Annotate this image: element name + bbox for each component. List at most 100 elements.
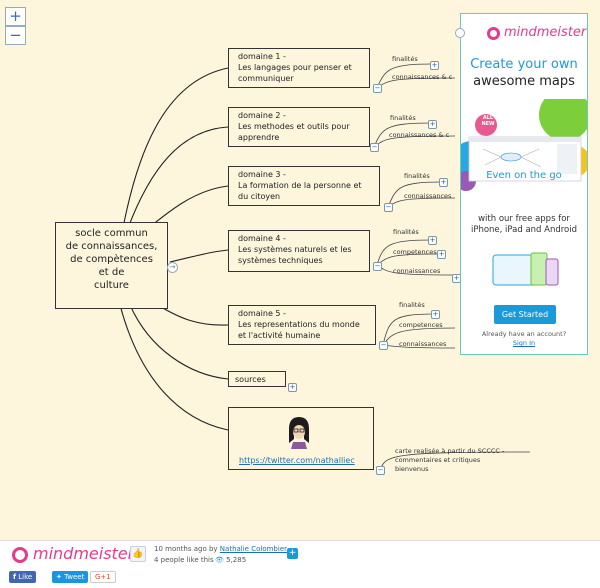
promo-headline: Create your own awesome maps [461,56,587,90]
thumbs-up-icon[interactable]: 👍 [130,546,146,562]
mindmeister-logo-icon [12,547,28,563]
domain-node-3[interactable]: domaine 3 - La formation de la personne … [228,166,380,206]
domain-text: Les systèmes naturels et les [238,245,352,254]
gplus-button[interactable]: G+1 [90,571,116,583]
footer-meta: 10 months ago by Nathalie Colombier [154,545,287,553]
zoom-in-button[interactable]: + [5,7,26,26]
views-value: 5,285 [226,556,247,564]
author-link[interactable]: Nathalie Colombier [219,545,288,553]
domain-text: communiquer [238,74,294,83]
domain-text: apprendre [238,133,280,142]
domain-title: domaine 1 - [238,52,286,61]
eye-icon: 👁 [215,556,224,564]
subtopic-label[interactable]: finalités [390,114,416,122]
sources-label: sources [235,375,266,384]
domain-title: domaine 2 - [238,111,286,120]
domain-text: La formation de la personne et [238,181,362,190]
facebook-like-button[interactable]: f Like [9,571,37,583]
domain-node-5[interactable]: domaine 5 - Les representations du monde… [228,305,376,345]
add-button[interactable]: + [287,548,298,559]
sign-in-link[interactable]: Sign In [512,339,536,347]
collapse-toggle-icon[interactable]: − [379,341,388,350]
note-line: carte realisée à partir du SCCCC - [395,447,505,455]
root-line: et de [98,267,125,278]
subtopic-label[interactable]: competences [393,248,437,256]
have-account-text: Already have an account? [481,330,567,338]
mindmap-canvas[interactable]: + − socle [0,0,600,540]
tweet-button[interactable]: ✦ Tweet [52,571,89,583]
sources-node[interactable]: sources [228,371,286,387]
domain-title: domaine 5 - [238,309,286,318]
subtopic-label[interactable]: connaissances [404,192,452,200]
domain-text: systèmes techniques [238,256,323,265]
expand-toggle-icon[interactable]: + [437,250,446,259]
promo-headline-line: awesome maps [473,74,575,89]
domain-title: domaine 4 - [238,234,286,243]
subtopic-label[interactable]: competences [399,321,443,329]
promo-panel[interactable]: mindmeister Create your own awesome maps… [460,13,588,355]
expand-toggle-icon[interactable]: + [430,61,439,70]
domain-text: Les methodes et outils pour [238,122,350,131]
domain-text: Les langages pour penser et [238,63,352,72]
new-badge: ALL NEW [481,115,495,127]
collapse-toggle-icon[interactable]: − [384,203,393,212]
subtopic-label[interactable]: connaissances & c [389,131,450,139]
promo-brand: mindmeister [504,25,587,40]
twitter-link[interactable]: https://twitter.com/nathalliec [239,456,355,465]
note-line: bienvenus [395,465,429,473]
mindmeister-logo-icon [487,27,500,40]
domain-node-4[interactable]: domaine 4 - Les systèmes naturels et les… [228,230,370,272]
facebook-icon: f [13,573,17,581]
promo-desc-line: with our free apps for [478,214,570,224]
likes-count: 4 people like this [154,556,214,564]
collapse-toggle-icon[interactable]: − [373,262,382,271]
domain-title: domaine 3 - [238,170,286,179]
domain-node-1[interactable]: domaine 1 - Les langages pour penser et … [228,48,370,88]
collapse-toggle-icon[interactable]: − [370,143,379,152]
domain-text: du citoyen [238,192,281,201]
root-line: culture [94,280,129,291]
domain-text: Les representations du monde [238,320,360,329]
promo-desc-line: iPhone, iPad and Android [470,225,578,235]
promo-logo: mindmeister [461,22,587,44]
domain-text: et l'activité humaine [238,331,321,340]
promo-description: with our free apps for iPhone, iPad and … [461,214,587,236]
expand-toggle-icon[interactable]: + [288,383,297,392]
root-node[interactable]: socle commun de connaissances, de compèt… [55,222,168,309]
zoom-out-button[interactable]: − [5,26,26,45]
expand-toggle-icon[interactable]: + [428,120,437,129]
root-line: de connaissances, [65,241,158,252]
footer-brand[interactable]: mindmeister [33,544,135,563]
views-count: 👁 5,285 [215,556,246,564]
facebook-like-label: Like [18,573,33,581]
note-text: carte realisée à partir du SCCCC - comme… [395,447,504,474]
subtopic-label[interactable]: connaissances [393,267,441,275]
collapse-toggle-icon[interactable]: − [373,84,382,93]
devices-image [492,252,559,286]
subtopic-label[interactable]: finalités [404,172,430,180]
root-line: socle commun [75,228,148,239]
expand-toggle-icon[interactable]: + [428,236,437,245]
promo-screenshot-image [461,99,587,191]
subtopic-label[interactable]: finalités [393,228,419,236]
get-started-button[interactable]: Get Started [494,305,556,324]
promo-headline-line: Create your own [470,57,578,72]
collapse-toggle-icon[interactable]: − [376,466,385,475]
gplus-label: G+1 [95,573,111,581]
navigate-arrow-icon[interactable]: → [167,262,178,273]
panel-handle-icon[interactable] [455,28,465,38]
footer-bar: mindmeister 👍 10 months ago by Nathalie … [0,540,600,588]
subtopic-label[interactable]: finalités [399,301,425,309]
tweet-label: Tweet [64,573,85,581]
subtopic-label[interactable]: finalités [392,55,418,63]
subtopic-label[interactable]: connaissances [399,340,447,348]
promo-subheadline: Even on the go [486,170,562,181]
subtopic-label[interactable]: connaissances & c [392,73,453,81]
avatar-image [285,415,313,449]
twitter-bird-icon: ✦ [56,573,62,581]
root-line: de compètences [70,254,153,265]
expand-toggle-icon[interactable]: + [439,178,448,187]
time-ago-text: 10 months ago by [154,545,218,553]
expand-toggle-icon[interactable]: + [431,310,440,319]
domain-node-2[interactable]: domaine 2 - Les methodes et outils pour … [228,107,370,147]
